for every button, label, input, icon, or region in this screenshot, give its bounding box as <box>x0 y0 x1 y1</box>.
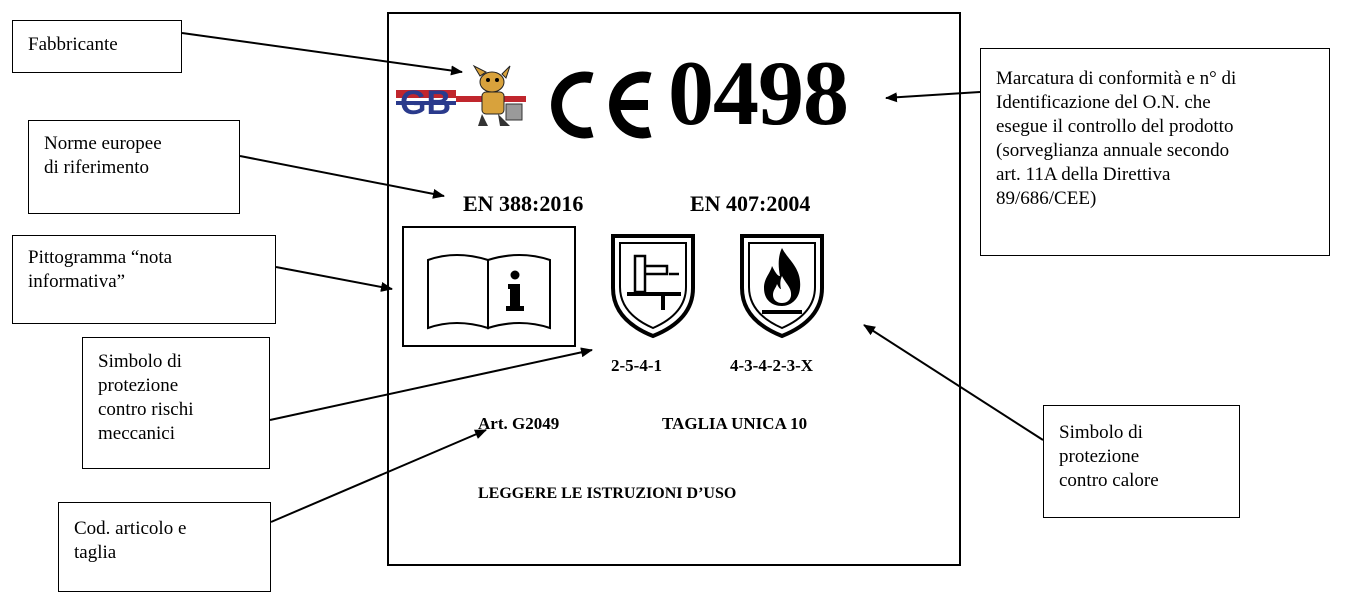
callout-text: protezione <box>98 375 179 396</box>
callout-text: di riferimento <box>44 157 149 178</box>
standard-en388: EN 388:2016 <box>463 191 584 216</box>
callout-text: esegue il controllo del prodotto <box>996 116 1234 137</box>
instructions-label: LEGGERE LE ISTRUZIONI D’USO <box>478 485 737 502</box>
info-pictogram-box <box>402 226 576 347</box>
callout-fabbricante: Fabbricante <box>12 20 182 73</box>
arrow-calore <box>863 324 1044 441</box>
callout-text: Simbolo di <box>1059 422 1143 443</box>
callout-text: protezione <box>1059 446 1140 467</box>
callout-text: 89/686/CEE) <box>996 188 1097 209</box>
callout-text: meccanici <box>98 423 176 444</box>
arrow-meccanici <box>269 347 593 421</box>
callout-marcatura: Marcatura di conformità e n° di Identifi… <box>980 48 1330 256</box>
info-book-icon <box>427 254 551 330</box>
callout-text: art. 11A della Direttiva <box>996 164 1171 185</box>
callout-norme-europee: Norme europee di riferimento <box>28 120 240 214</box>
callout-text: informativa” <box>28 271 126 292</box>
callout-calore: Simbolo di protezione contro calore <box>1043 405 1240 518</box>
callout-text: Simbolo di <box>98 351 182 372</box>
callout-text: Cod. articolo e <box>74 518 187 539</box>
arrow-norme <box>239 155 445 199</box>
arrow-marcatura <box>885 91 981 103</box>
callout-text: taglia <box>74 542 117 563</box>
arrow-pittogramma <box>275 266 393 292</box>
ce-mark-icon <box>551 71 652 139</box>
standard-en407: EN 407:2004 <box>690 191 811 216</box>
arrow-articolo <box>270 429 487 523</box>
callout-text: Pittogramma “nota <box>28 247 173 268</box>
mechanical-code: 2-5-4-1 <box>611 356 662 375</box>
manufacturer-logo-icon: GB <box>396 64 526 126</box>
notified-body-number: 0498 <box>668 42 849 144</box>
arrow-fabbricante <box>181 32 463 76</box>
callout-text: contro calore <box>1059 470 1159 491</box>
callout-text: Identificazione del O.N. che <box>996 92 1211 113</box>
callout-text: contro rischi <box>98 399 194 420</box>
callout-codice-articolo: Cod. articolo e taglia <box>58 502 271 592</box>
callout-text: Marcatura di conformità e n° di <box>996 68 1237 89</box>
logo-text: GB <box>400 84 451 122</box>
callout-text: Norme europee <box>44 133 162 154</box>
mechanical-risk-shield-icon <box>611 234 695 339</box>
heat-code: 4-3-4-2-3-X <box>730 356 814 375</box>
callout-text: (sorveglianza annuale secondo <box>996 140 1230 161</box>
article-code: Art. G2049 <box>478 414 560 433</box>
callout-pittogramma: Pittogramma “nota informativa” <box>12 235 276 324</box>
size-label: TAGLIA UNICA 10 <box>662 414 808 433</box>
callout-text: Fabbricante <box>28 34 118 55</box>
callout-rischi-meccanici: Simbolo di protezione contro rischi mecc… <box>82 337 270 469</box>
heat-flame-shield-icon <box>740 234 824 339</box>
